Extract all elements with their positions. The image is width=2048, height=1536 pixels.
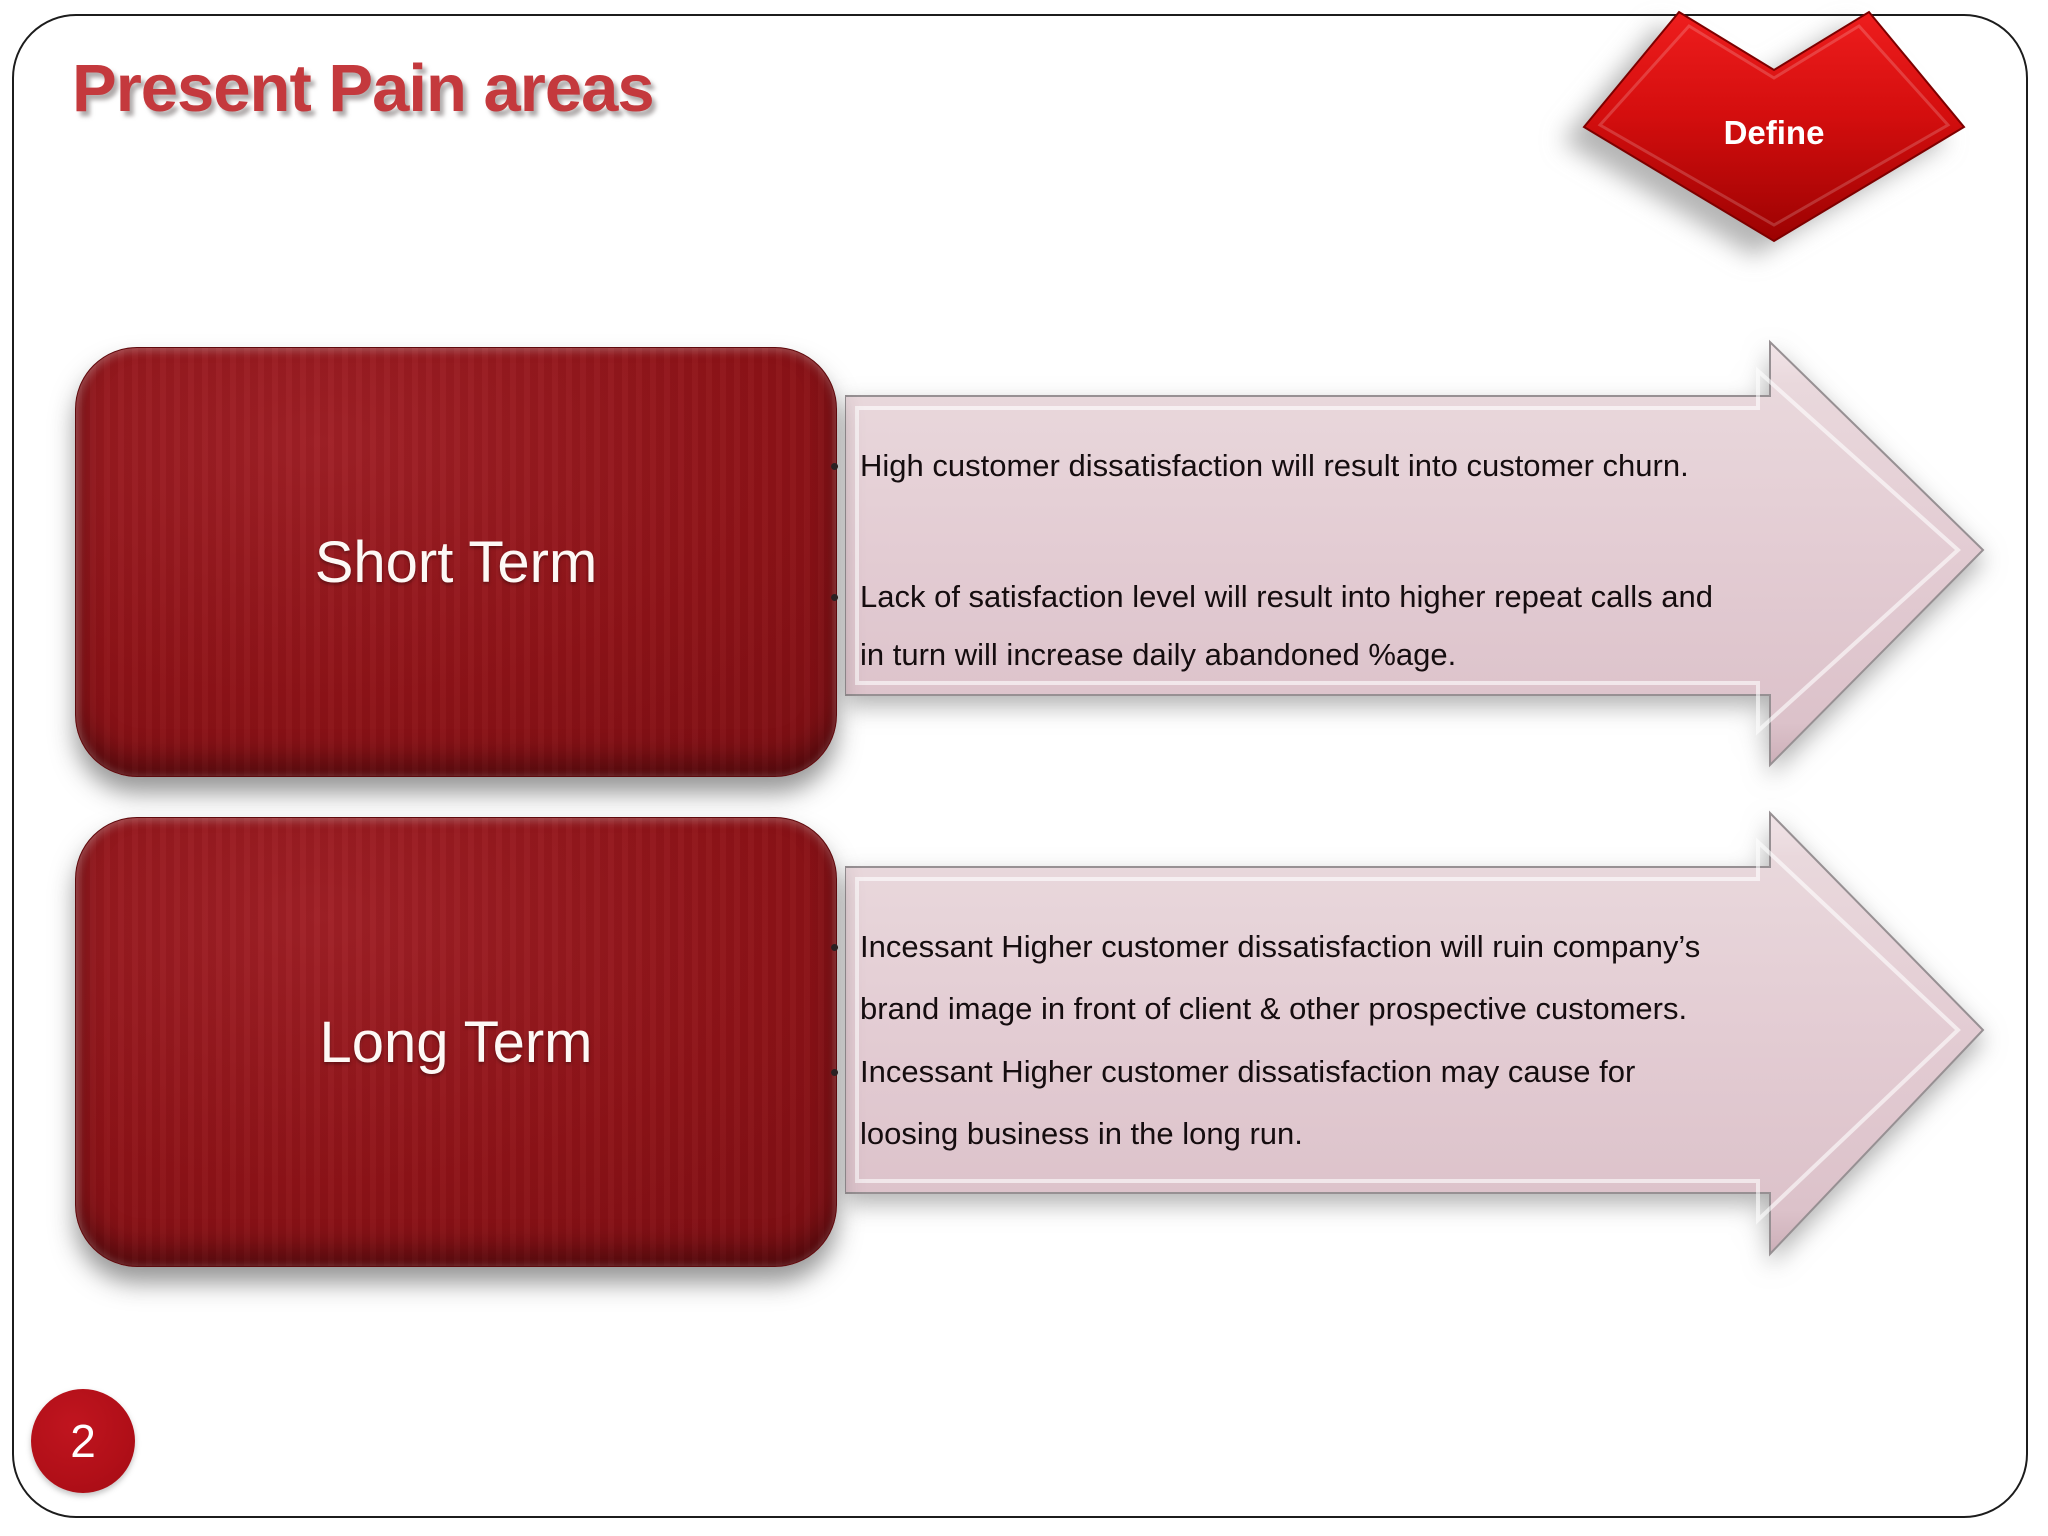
long-term-label: Long Term bbox=[319, 1009, 593, 1075]
define-arrow-badge: Define bbox=[1545, 0, 1985, 260]
bullet-dot-icon: • bbox=[830, 582, 840, 612]
define-arrow-bevel bbox=[1597, 24, 1951, 227]
short-term-arrow bbox=[844, 330, 2015, 780]
right-arrow-icon bbox=[844, 810, 1985, 1257]
long-term-arrow bbox=[844, 800, 2015, 1265]
arrow-bevel bbox=[855, 366, 1961, 736]
short-term-label: Short Term bbox=[314, 529, 598, 595]
bullet-item: • Incessant Higher customer dissatisfact… bbox=[830, 1041, 1830, 1165]
bullet-dot-icon: • bbox=[830, 1057, 840, 1087]
arrow-bevel bbox=[855, 837, 1961, 1225]
short-term-box: Short Term bbox=[75, 347, 837, 777]
arrow-shape bbox=[844, 810, 1985, 1257]
bullet-item: • High customer dissatisfaction will res… bbox=[830, 437, 1830, 495]
page-number-badge: 2 bbox=[31, 1389, 135, 1493]
bullet-line: loosing business in the long run. bbox=[860, 1116, 1303, 1151]
bullet-line: High customer dissatisfaction will resul… bbox=[860, 448, 1689, 483]
long-term-bullets: • Incessant Higher customer dissatisfact… bbox=[830, 916, 1830, 1165]
bullet-line: Lack of satisfaction level will result i… bbox=[860, 579, 1713, 614]
bullet-item: • Lack of satisfaction level will result… bbox=[830, 568, 1830, 684]
right-arrow-icon bbox=[844, 339, 1985, 768]
bullet-line: Incessant Higher customer dissatisfactio… bbox=[860, 929, 1701, 964]
slide-title: Present Pain areas bbox=[72, 51, 655, 126]
short-term-bullets: • High customer dissatisfaction will res… bbox=[830, 437, 1830, 684]
define-label: Define bbox=[1724, 114, 1825, 151]
bullet-dot-icon: • bbox=[830, 451, 840, 481]
bullet-line: in turn will increase daily abandoned %a… bbox=[860, 637, 1457, 672]
bullet-line: brand image in front of client & other p… bbox=[860, 991, 1688, 1026]
long-term-box: Long Term bbox=[75, 817, 837, 1267]
down-arrow-icon: Define bbox=[1582, 10, 1966, 243]
page-number: 2 bbox=[70, 1415, 96, 1467]
bullet-item: • Incessant Higher customer dissatisfact… bbox=[830, 916, 1830, 1040]
bullet-dot-icon: • bbox=[830, 932, 840, 962]
define-arrow-shape bbox=[1582, 10, 1966, 243]
bullet-line: Incessant Higher customer dissatisfactio… bbox=[860, 1054, 1636, 1089]
slide-border bbox=[12, 14, 2028, 1518]
arrow-shape bbox=[844, 339, 1985, 768]
